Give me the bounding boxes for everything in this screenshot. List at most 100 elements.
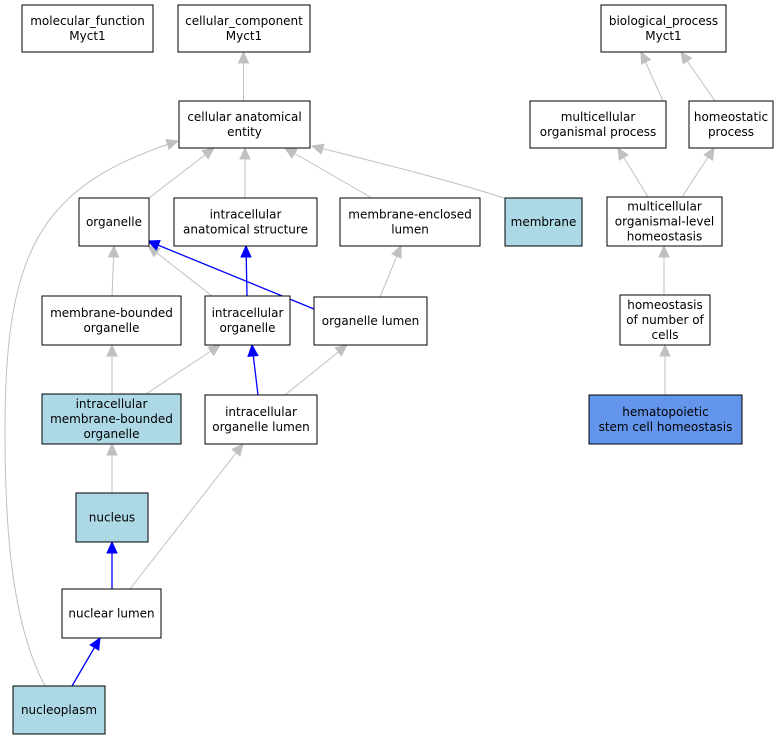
- term-label: homeostatic: [694, 110, 768, 124]
- is-a-edge: [4, 139, 180, 687]
- is-a-edge: [145, 344, 221, 395]
- is-a-edge: [106, 343, 118, 394]
- term-label: Myct1: [69, 29, 105, 43]
- term-box: [75, 492, 149, 543]
- term-box: [688, 100, 774, 149]
- term-label: organelle lumen: [322, 314, 420, 328]
- term-label: process: [708, 125, 754, 139]
- term-label: hematopoietic: [622, 405, 708, 419]
- term-box: [21, 4, 154, 53]
- term-label: intracellular: [225, 405, 297, 419]
- term-label: multicellular: [561, 110, 636, 124]
- term-node-ol[interactable]: organelle lumen: [313, 296, 428, 346]
- term-label: intracellular: [210, 208, 282, 222]
- term-label: intracellular: [212, 306, 284, 320]
- arrowhead-icon: [201, 147, 215, 160]
- is-a-edge: [107, 244, 120, 297]
- term-label: Myct1: [226, 29, 262, 43]
- term-label: organelle: [83, 321, 139, 335]
- arrowhead-icon: [659, 343, 671, 357]
- graph-edges: [4, 50, 716, 687]
- term-box: [178, 100, 311, 149]
- term-node-organelle[interactable]: organelle: [78, 197, 150, 247]
- is-a-edge: [310, 143, 511, 201]
- arrowhead-icon: [310, 143, 325, 155]
- part-of-edge: [240, 244, 252, 297]
- term-box: [12, 685, 106, 735]
- term-box: [61, 588, 162, 639]
- is-a-edge: [640, 50, 664, 102]
- arrowhead-icon: [283, 147, 298, 159]
- term-label: organismal process: [540, 125, 657, 139]
- is-a-edge: [284, 344, 348, 396]
- part-of-edge: [71, 636, 101, 687]
- arrowhead-icon: [640, 50, 652, 65]
- term-box: [313, 296, 428, 346]
- term-box: [41, 393, 182, 445]
- arrowhead-icon: [237, 50, 250, 64]
- part-of-edge: [247, 343, 259, 396]
- is-a-edge: [237, 50, 250, 101]
- arrowhead-icon: [239, 146, 251, 160]
- part-of-edge: [106, 540, 118, 589]
- arrowhead-icon: [240, 244, 252, 258]
- term-label: nucleoplasm: [21, 703, 97, 717]
- term-node-nucleus[interactable]: nucleus: [75, 492, 149, 543]
- term-label: anatomical structure: [183, 223, 308, 237]
- term-node-membrane[interactable]: membrane: [504, 197, 583, 247]
- term-label: of number of: [626, 313, 704, 327]
- is-a-edge: [617, 146, 649, 198]
- term-label: entity: [227, 125, 262, 139]
- is-a-edge: [283, 147, 373, 199]
- is-a-edge: [106, 442, 118, 493]
- is-a-edge: [680, 51, 716, 102]
- term-box: [588, 394, 743, 445]
- term-box: [78, 197, 150, 247]
- term-node-nl[interactable]: nuclear lumen: [61, 588, 162, 639]
- arrowhead-icon: [106, 442, 118, 456]
- arrowhead-icon: [106, 540, 118, 554]
- term-label: lumen: [391, 223, 429, 237]
- term-node-np[interactable]: nucleoplasm: [12, 685, 106, 735]
- arrowhead-icon: [165, 139, 180, 151]
- arrowhead-icon: [680, 51, 693, 65]
- is-a-edge: [379, 244, 402, 298]
- is-a-edge: [148, 147, 215, 199]
- arrowhead-icon: [391, 244, 402, 259]
- term-label: organelle lumen: [212, 420, 310, 434]
- arrowhead-icon: [231, 443, 244, 457]
- arrowhead-icon: [89, 636, 101, 651]
- term-label: membrane: [511, 215, 577, 229]
- term-label: biological_process: [609, 14, 718, 28]
- arrowhead-icon: [658, 244, 670, 258]
- is-a-edge: [239, 146, 251, 198]
- term-box: [173, 197, 318, 247]
- arrowhead-icon: [247, 343, 259, 357]
- term-box: [504, 197, 583, 247]
- is-a-edge: [658, 244, 670, 295]
- arrowhead-icon: [106, 343, 118, 357]
- term-label: membrane-enclosed: [348, 208, 472, 222]
- term-label: nuclear lumen: [68, 607, 154, 621]
- term-label: stem cell homeostasis: [599, 420, 733, 434]
- term-label: organelle: [219, 321, 275, 335]
- term-box: [204, 295, 291, 346]
- term-label: cellular_component: [185, 14, 303, 28]
